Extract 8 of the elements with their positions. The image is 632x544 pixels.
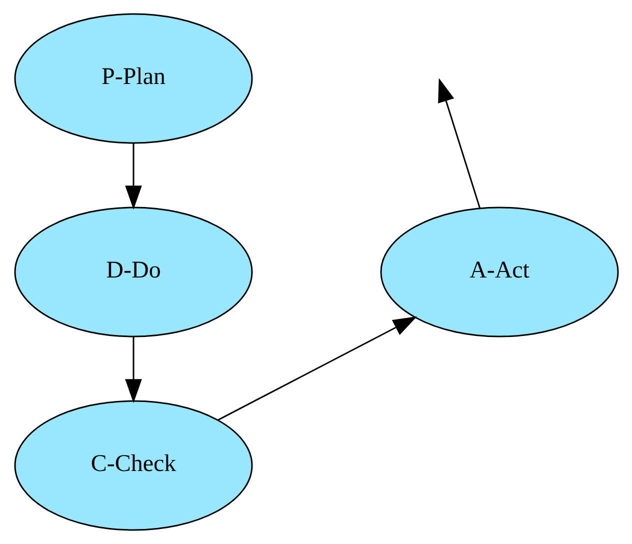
node-ellipse: P-Plan xyxy=(14,13,252,144)
arrow xyxy=(438,78,480,208)
arrow xyxy=(217,316,417,421)
node-ellipse: A-Act xyxy=(380,206,618,338)
arrow xyxy=(124,336,142,404)
arrow xyxy=(124,143,142,210)
node-ellipse: D-Do xyxy=(14,206,252,338)
node-ellipse: C-Check xyxy=(14,400,252,531)
